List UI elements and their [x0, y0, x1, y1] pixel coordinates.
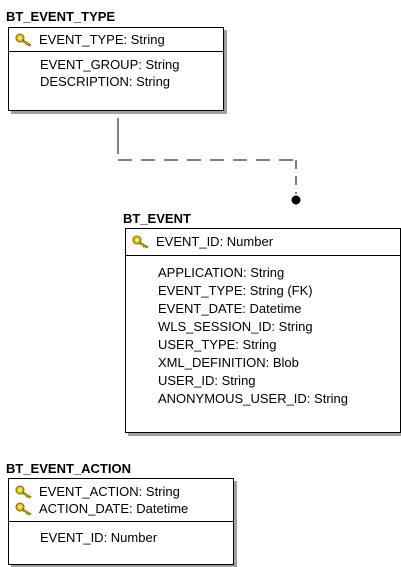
attribute: ANONYMOUS_USER_ID: String: [158, 391, 348, 406]
entity-title-bt-event-type: BT_EVENT_TYPE: [6, 9, 116, 24]
pk-attribute-label: ACTION_DATE: Datetime: [39, 501, 189, 516]
attribute: USER_ID: String: [158, 373, 256, 388]
pk-attribute: EVENT_TYPE: String: [15, 31, 219, 48]
pk-attribute-label: EVENT_ACTION: String: [39, 484, 180, 499]
attribute: EVENT_TYPE: String (FK): [158, 283, 313, 298]
attribute-section: EVENT_ID: Number: [9, 522, 233, 552]
entity-title-bt-event-action: BT_EVENT_ACTION: [6, 461, 131, 476]
attribute: EVENT_DATE: Datetime: [158, 301, 302, 316]
key-icon: [15, 502, 32, 516]
pk-section: EVENT_ACTION: String ACTION_DATE: Dateti…: [9, 479, 233, 522]
attribute: APPLICATION: String: [158, 265, 285, 280]
pk-section: EVENT_TYPE: String: [9, 28, 223, 52]
pk-attribute-label: EVENT_ID: Number: [156, 234, 274, 249]
attribute: WLS_SESSION_ID: String: [158, 319, 313, 334]
connector-many-dot: [291, 195, 301, 205]
entity-bt-event-type[interactable]: EVENT_TYPE: String EVENT_GROUP: String D…: [8, 27, 224, 111]
attribute-section: EVENT_GROUP: String DESCRIPTION: String: [9, 52, 223, 96]
attribute-section: APPLICATION: String EVENT_TYPE: String (…: [126, 256, 400, 414]
pk-section: EVENT_ID: Number: [126, 229, 400, 256]
pk-attribute: ACTION_DATE: Datetime: [15, 500, 229, 517]
entity-bt-event-action[interactable]: EVENT_ACTION: String ACTION_DATE: Dateti…: [8, 478, 234, 565]
key-icon: [15, 485, 32, 499]
entity-bt-event[interactable]: EVENT_ID: Number APPLICATION: String EVE…: [125, 228, 401, 433]
key-icon: [132, 235, 149, 249]
attribute: EVENT_GROUP: String: [40, 57, 180, 72]
pk-attribute: EVENT_ID: Number: [132, 233, 396, 250]
key-icon: [15, 33, 32, 47]
entity-title-bt-event: BT_EVENT: [123, 211, 191, 226]
attribute: EVENT_ID: Number: [40, 530, 158, 545]
pk-attribute: EVENT_ACTION: String: [15, 483, 229, 500]
pk-attribute-label: EVENT_TYPE: String: [39, 32, 165, 47]
attribute: XML_DEFINITION: Blob: [158, 355, 299, 370]
attribute: DESCRIPTION: String: [40, 74, 171, 89]
attribute: USER_TYPE: String: [158, 337, 277, 352]
